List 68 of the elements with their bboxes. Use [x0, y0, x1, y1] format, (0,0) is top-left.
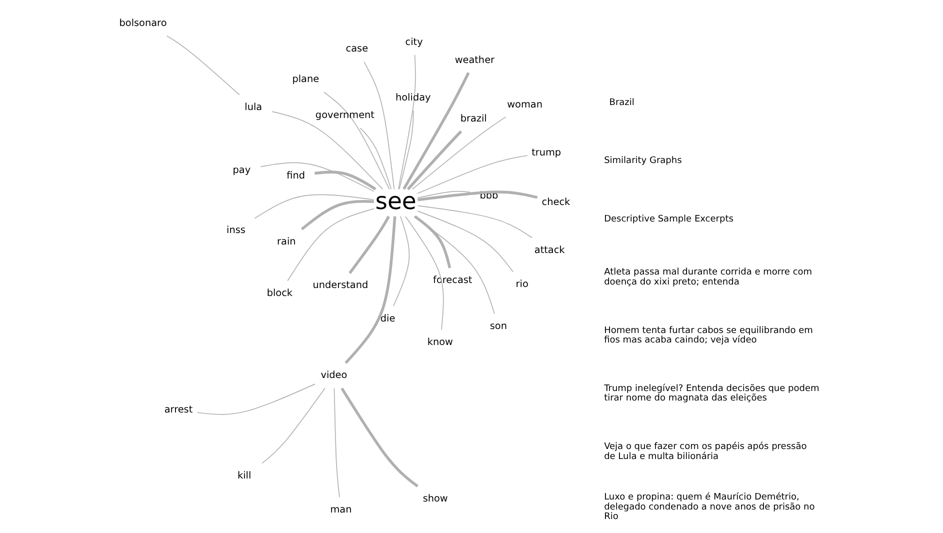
- connector: [398, 54, 416, 190]
- node-text: arrest: [164, 404, 193, 416]
- connector: [196, 384, 316, 415]
- node-text: lula: [244, 102, 262, 113]
- label: Atleta passa mal durante corrida e morre com doença do xixi preto; entenda: [604, 268, 812, 288]
- node-text: son: [490, 320, 507, 332]
- node-text: city: [405, 36, 423, 48]
- label: Trump inelegível? Entenda decisões que podem tirar nome do magnata das eleições: [604, 384, 820, 404]
- node-text: trump: [532, 147, 562, 158]
- label: Brazil: [609, 98, 634, 108]
- connector: [324, 92, 390, 190]
- connector: [417, 210, 514, 272]
- node-text: show: [422, 493, 448, 504]
- connector: [417, 190, 471, 198]
- connector: [334, 388, 340, 498]
- label: Similarity Graphs: [604, 156, 682, 166]
- connector: [262, 388, 326, 464]
- node-text: kill: [237, 470, 252, 482]
- node-text: plane: [292, 74, 320, 86]
- connector: [340, 388, 418, 488]
- node-text: pay: [232, 165, 251, 176]
- connector: [344, 216, 396, 364]
- node-text: block: [266, 288, 293, 299]
- connector: [417, 205, 532, 238]
- node-text: video: [320, 370, 348, 382]
- label: Descriptive Sample Excerpts: [604, 214, 734, 224]
- node-text: rain: [277, 236, 296, 248]
- node-text: forecast: [433, 275, 472, 286]
- connector: [402, 72, 470, 190]
- connector: [405, 216, 444, 330]
- node-text: weather: [454, 54, 495, 66]
- label: Veja o que fazer com os papéis após pressão de Lula e multa bilionária: [604, 442, 807, 462]
- node-text: die: [380, 313, 396, 324]
- node-text: government: [315, 110, 374, 122]
- node-text: know: [427, 336, 453, 348]
- node-text: understand: [312, 280, 368, 292]
- node-text: case: [346, 44, 368, 55]
- connector: [254, 194, 374, 219]
- label: Luxo e propina: quem é Maurício Demétrio, delegado condenado a nove anos de prisão no Rio: [604, 492, 815, 522]
- connector: [414, 216, 495, 314]
- node-text: bolsonaro: [119, 18, 167, 29]
- node-text: find: [286, 170, 306, 182]
- connector: [360, 128, 392, 190]
- connector: [398, 110, 414, 190]
- connector: [392, 216, 410, 307]
- node-text: holiday: [395, 92, 431, 104]
- connector: [406, 130, 462, 190]
- connector: [260, 162, 374, 192]
- connector: [287, 208, 374, 282]
- connector: [166, 35, 240, 96]
- connector: [418, 190, 538, 202]
- connector: [364, 61, 395, 190]
- node-text: inss: [226, 225, 246, 236]
- node-text: see: [375, 186, 416, 215]
- node-text: check: [542, 196, 570, 208]
- node-text: brazil: [460, 113, 487, 124]
- connector: [348, 216, 390, 274]
- label: Homem tenta furtar cabos se equilibrando em fios mas acaba caindo; veja vídeo: [604, 326, 813, 346]
- connector: [414, 215, 452, 268]
- connector: [300, 200, 374, 230]
- node-text: woman: [507, 99, 543, 110]
- connector: [314, 170, 376, 190]
- node-text: attack: [534, 244, 565, 256]
- connector: [412, 116, 506, 190]
- node-text: man: [330, 504, 352, 516]
- connector: [417, 155, 528, 194]
- connector: [272, 111, 384, 190]
- node-text: rio: [516, 278, 528, 290]
